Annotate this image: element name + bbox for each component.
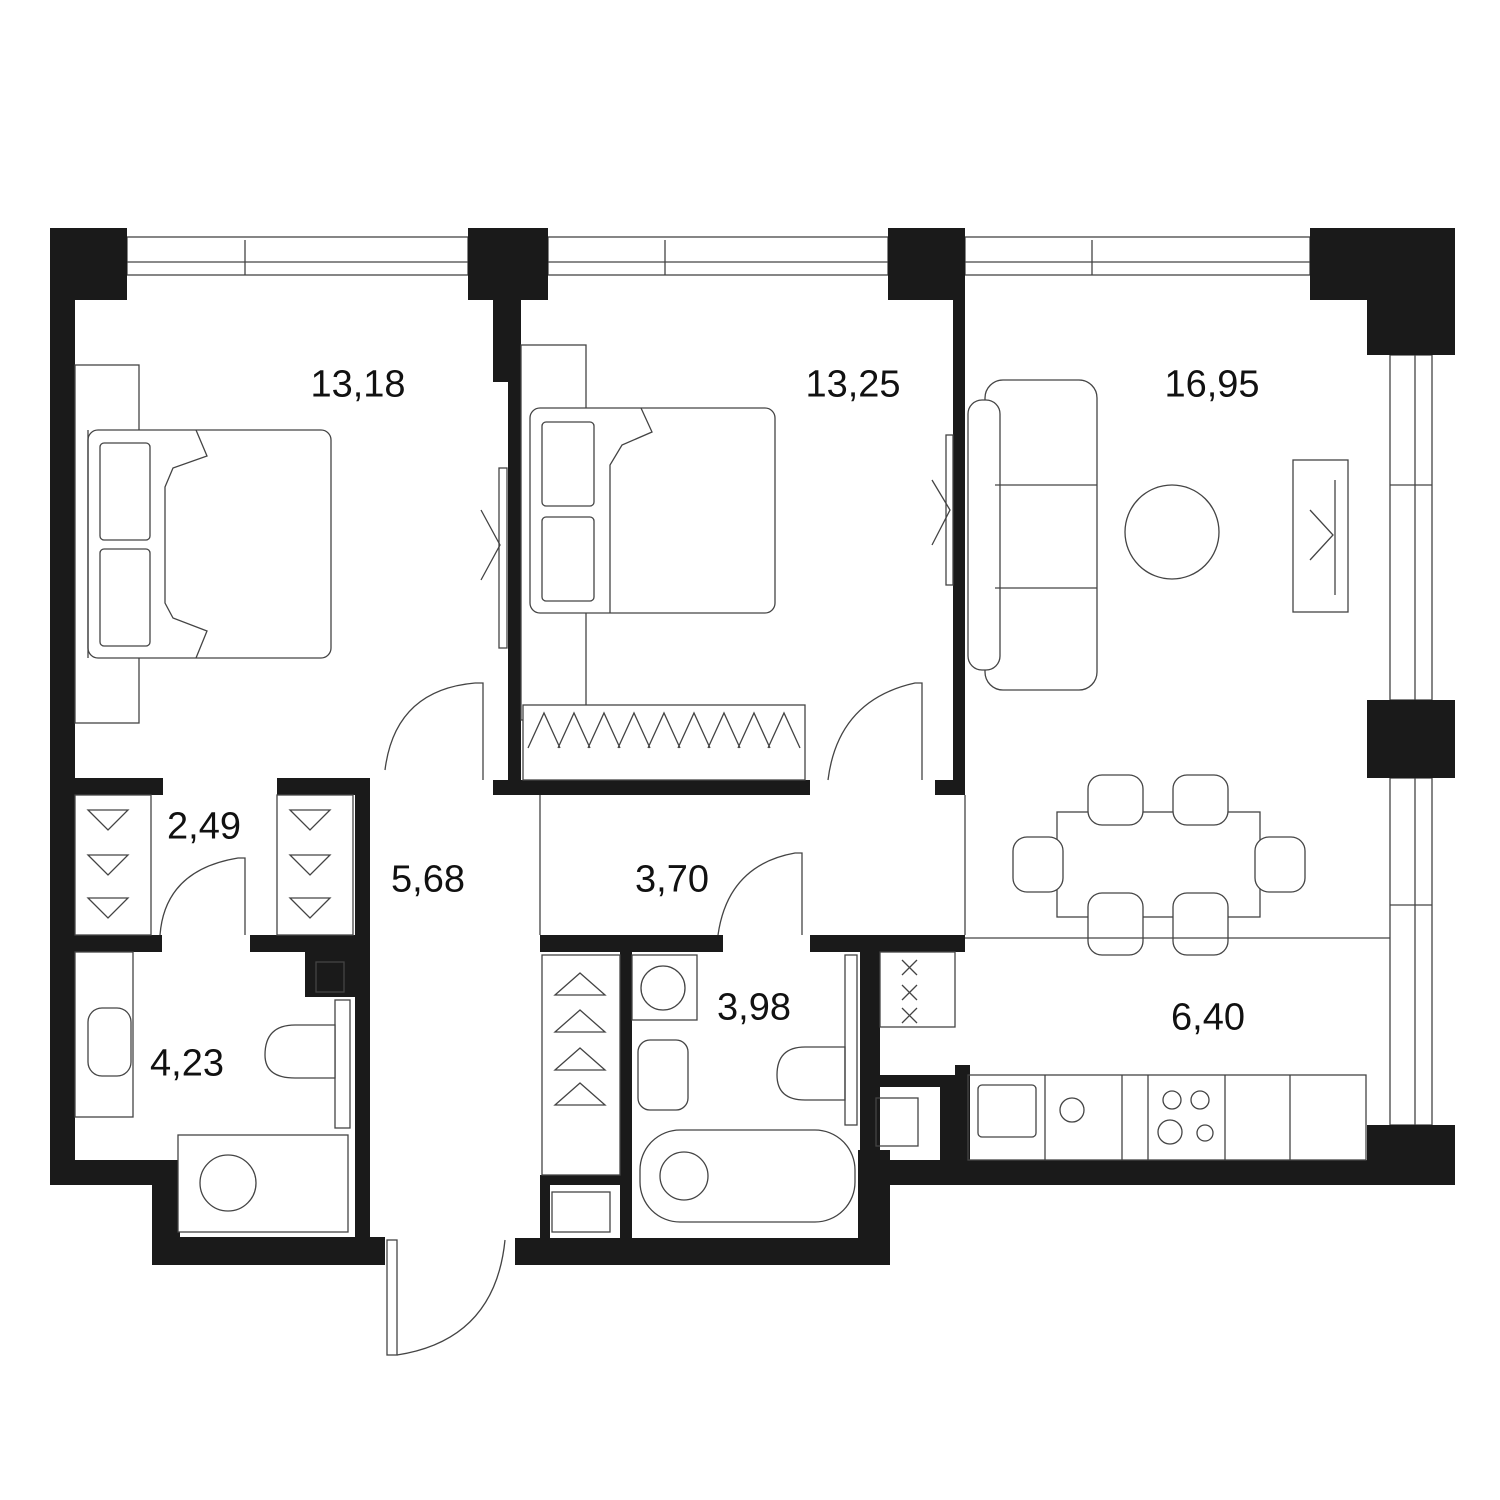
room-area-bathroom-2: 3,98 — [717, 986, 791, 1029]
room-area-kitchen: 6,40 — [1171, 996, 1245, 1039]
room-area-bedroom-1: 13,18 — [310, 363, 406, 406]
furniture — [74, 344, 1367, 1233]
room-area-living-room: 16,95 — [1164, 363, 1260, 406]
room-area-bedroom-2: 13,25 — [805, 363, 901, 406]
walls — [50, 228, 1455, 1265]
room-area-corridor: 3,70 — [635, 858, 709, 901]
room-area-wardrobe: 2,49 — [167, 805, 241, 848]
doors — [159, 682, 1390, 1356]
room-area-hallway: 5,68 — [391, 858, 465, 901]
room-area-bathroom-1: 4,23 — [150, 1042, 224, 1085]
